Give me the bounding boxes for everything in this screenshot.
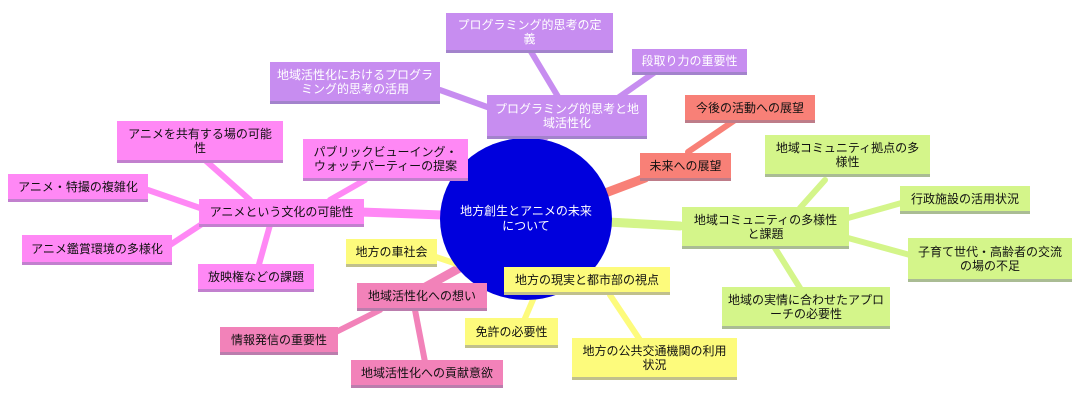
node-anime[interactable]: アニメという文化の可能性 [199,199,364,227]
node-reality-car[interactable]: 地方の車社会 [346,239,437,267]
node-reality-license[interactable]: 免許の必要性 [465,318,558,348]
link-community-approach [772,245,803,291]
node-reality-transit[interactable]: 地方の公共交通機関の利用状況 [572,338,737,380]
node-programming-usage[interactable]: 地域活性化におけるプログラミング的思考の活用 [270,62,440,104]
link-community-admin [845,199,908,221]
link-future-outlook [685,117,738,155]
node-programming[interactable]: プログラミング的思考と地域活性化 [487,95,647,139]
node-future[interactable]: 未来への展望 [640,153,731,181]
node-community-bases[interactable]: 地域コミュニティ拠点の多様性 [765,135,930,177]
node-anime-rights[interactable]: 放映権などの課題 [198,264,314,292]
node-reality[interactable]: 地方の現実と都市部の視点 [504,267,670,295]
link-anime-pv [327,177,368,203]
node-revital[interactable]: 地域活性化への想い [357,283,487,311]
node-community-admin[interactable]: 行政施設の活用状況 [900,186,1030,214]
link-revital-info [327,307,383,338]
node-revital-info[interactable]: 情報発信の重要性 [220,327,338,355]
node-community[interactable]: 地域コミュニティの多様性と課題 [682,207,849,249]
node-revital-contribution[interactable]: 地域活性化への貢献意欲 [351,360,503,388]
link-anime-share [202,157,253,203]
node-community-lack[interactable]: 子育て世代・高齢者の交流の場の不足 [908,238,1072,282]
node-anime-env[interactable]: アニメ鑑賞環境の多様化 [22,235,172,265]
link-community-bases [797,177,828,211]
link-anime-rights [255,222,273,271]
link-center-anime [355,207,447,220]
node-anime-share[interactable]: アニメを共有する場の可能性 [117,121,283,163]
link-anime-complex [145,187,203,211]
link-revital-contribution [412,307,428,365]
link-community-lack [845,235,913,258]
link-programming-usage [437,87,493,111]
link-center-community [603,217,685,231]
node-programming-planning[interactable]: 段取り力の重要性 [632,49,747,75]
node-programming-definition[interactable]: プログラミング的思考の定義 [446,13,613,53]
node-future-outlook[interactable]: 今後の活動への展望 [685,95,815,123]
node-community-approach[interactable]: 地域の実情に合わせたアプローチの必要性 [722,287,890,329]
link-reality-transit [607,292,643,343]
node-anime-complex[interactable]: アニメ・特撮の複雑化 [8,174,148,202]
node-anime-pv[interactable]: パブリックビューイング・ウォッチパーティーの提案 [303,139,468,181]
link-programming-definition [527,47,563,103]
